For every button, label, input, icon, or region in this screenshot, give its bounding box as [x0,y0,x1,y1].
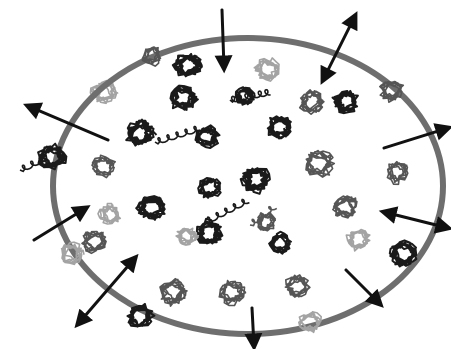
molecules-layer-over [20,47,416,332]
molecule-coil-29 [160,279,187,306]
molecule-coil-26 [269,232,292,254]
molecule-coil-18 [136,196,165,220]
molecule-coil-19 [333,196,357,218]
molecule-coil-9 [268,116,291,138]
molecule-coil-6 [380,82,404,103]
molecule-coil-33 [299,312,322,333]
molecule-coil-11 [196,125,220,148]
molecule-strand-2 [155,127,201,144]
arrow-in-left [34,208,86,240]
molecule-coil-22 [197,219,223,244]
molecule-coil-30 [219,281,245,306]
molecule-coil-15 [387,162,407,185]
molecule-coil-20 [98,204,120,224]
molecule-coil-14 [306,151,334,178]
molecule-coil-13 [92,155,115,177]
arrow-out-bottom-right [346,270,380,304]
molecule-coil-24 [82,232,106,254]
molecule-coil-10 [126,120,156,146]
molecule-coil-27 [346,230,370,251]
molecule-coil-17 [241,168,270,194]
molecule-coil-4 [300,90,324,114]
molecule-coil-23 [176,228,198,245]
molecule-coil-16 [198,178,221,198]
arrow-in-top [222,10,224,68]
molecule-coil-5 [333,91,358,113]
molecule-coil-31 [285,275,310,297]
molecule-coil-28 [390,240,417,266]
molecule-coil-8 [171,86,198,110]
molecule-coil-2 [173,54,202,76]
arrow-out-bottom [252,308,254,346]
molecule-coil-3 [254,58,279,81]
